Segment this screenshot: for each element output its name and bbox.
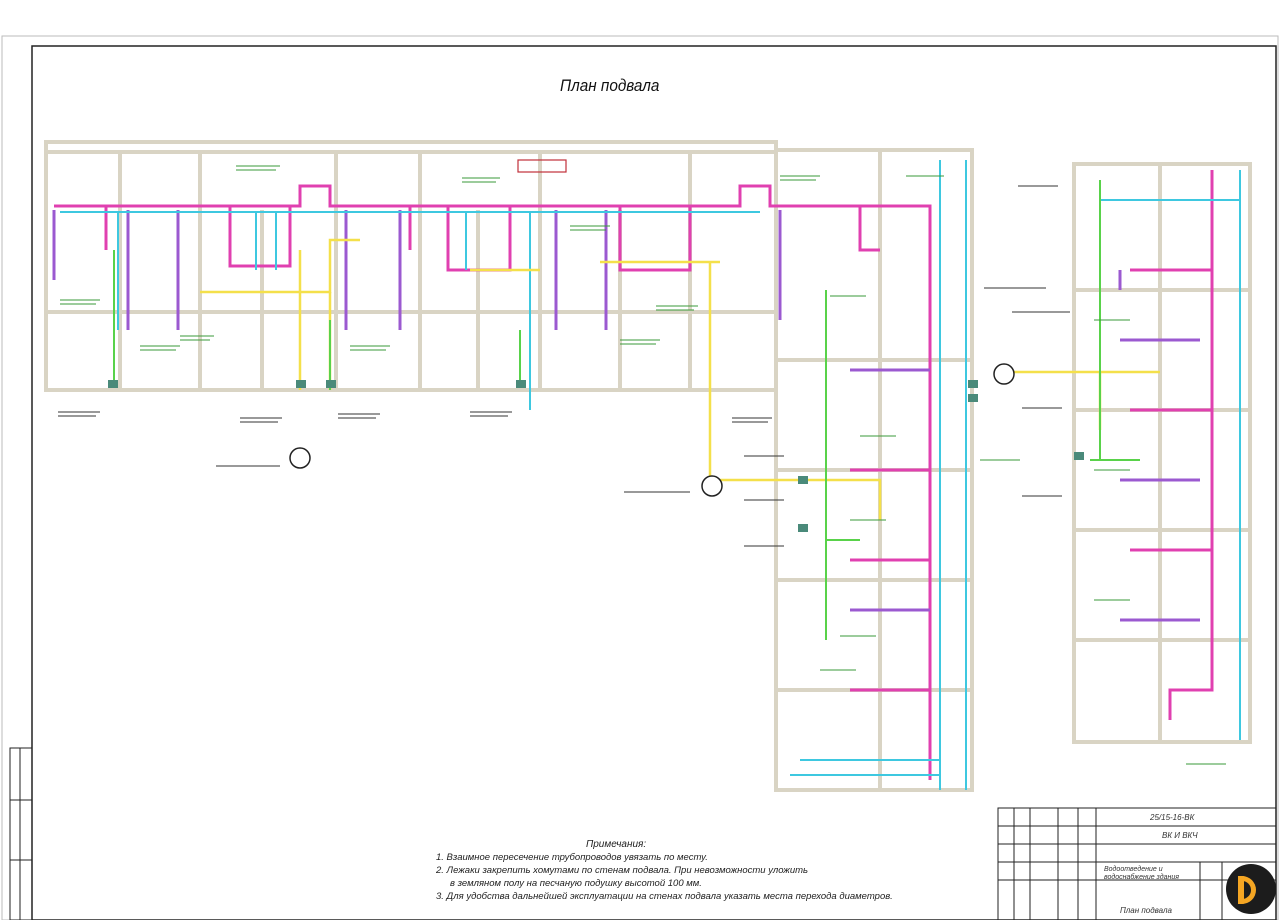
- binding-stamp: [9, 747, 33, 920]
- well-left: [289, 447, 311, 469]
- drawing-frame: [31, 45, 1277, 920]
- callout-box: [517, 159, 567, 173]
- well-center: [701, 475, 723, 497]
- title-block: [997, 807, 1277, 920]
- notes-block: Примечания: 1. Взаимное пересечение труб…: [436, 838, 956, 903]
- plan-title: План подвала: [560, 76, 660, 95]
- fittings: [108, 380, 1084, 532]
- pipes-hot-water: [54, 170, 1214, 780]
- pipes-cold-water: [60, 160, 1241, 790]
- stamp-object: Водоотведение и водоснабжение здания: [1104, 866, 1179, 881]
- well-right: [993, 363, 1015, 385]
- stamp-sheet-label: ВК И ВКЧ: [1162, 831, 1198, 840]
- note-line: 2. Лежаки закрепить хомутами по стенам п…: [436, 865, 809, 876]
- logo-letter-icon: [1238, 876, 1256, 904]
- stamp-code: 25/15-16-ВК: [1150, 813, 1195, 822]
- note-line: в земляном полу на песчаную подушку высо…: [450, 878, 702, 889]
- stamp-sheet-name: План подвала: [1120, 906, 1172, 915]
- riser-labels: [58, 185, 1070, 547]
- pipes-circulation: [52, 210, 1200, 622]
- notes-header: Примечания:: [586, 839, 647, 850]
- wells: [289, 363, 1015, 497]
- note-line: 3. Для удобства дальнейшей эксплуатации …: [436, 891, 893, 902]
- annotations: [60, 165, 1226, 765]
- note-line: 1. Взаимное пересечение трубопроводов ув…: [436, 852, 708, 863]
